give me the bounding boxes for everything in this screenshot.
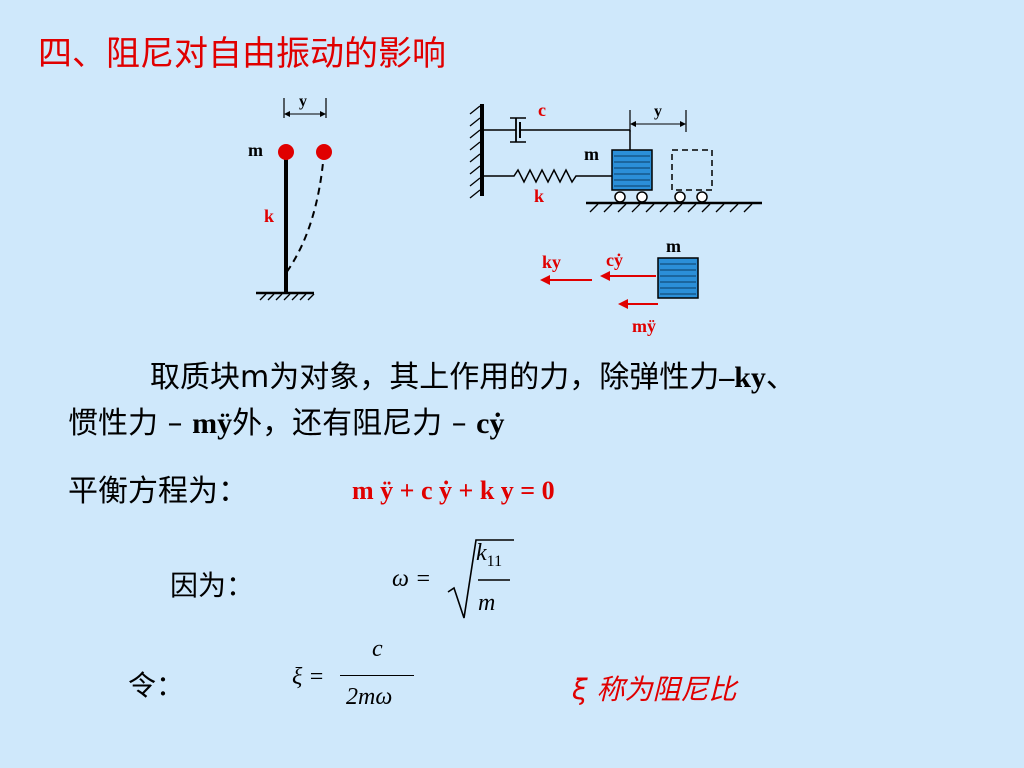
omega-denominator: m (478, 590, 496, 616)
mass-dot-displaced (316, 144, 332, 160)
line1-term: –ky (719, 361, 766, 394)
cy-label: cẏ (606, 250, 623, 270)
line2-text1: 惯性力 – (68, 406, 193, 441)
ky-label: ky (542, 252, 561, 272)
description-line-1: 取质块m为对象，其上作用的力，除弹性力–ky、 (150, 356, 796, 400)
damping-ratio-note: ξ 称为阻尼比 (572, 673, 737, 706)
equilibrium-equation: m ÿ + c ẏ + k y = 0 (352, 476, 555, 505)
xi-lhs: ξ = (292, 664, 325, 690)
equilibrium-label: 平衡方程为： (68, 474, 248, 509)
omega-subscript: 11 (486, 552, 503, 570)
omega-k: k (476, 540, 487, 566)
line2-term2: cẏ (476, 407, 505, 440)
slide-title: 四、阻尼对自由振动的影响 (38, 34, 446, 74)
omega-numerator: k11 (476, 540, 502, 571)
force-m-label: m (666, 236, 681, 256)
force-diagram: m ky cẏ mÿ (540, 236, 699, 336)
right-m-label: m (584, 144, 599, 164)
let-label: 令： (128, 669, 185, 702)
xi-fraction-bar (340, 675, 414, 676)
xi-numerator: c (372, 636, 383, 662)
mass-block (611, 149, 653, 191)
omega-lhs: ω = (392, 566, 432, 592)
my-label: mÿ (632, 316, 656, 336)
sqrt-sign (447, 539, 514, 619)
line2-term1: mÿ (192, 407, 233, 440)
mass-dot (278, 144, 294, 160)
line2-text2: 外，还有阻尼力 – (232, 406, 477, 441)
mass-block-displaced (671, 149, 713, 191)
left-m-label: m (248, 140, 263, 160)
free-body-mass (657, 257, 699, 299)
damper-c-label: c (538, 100, 546, 120)
left-k-label: k (264, 206, 274, 226)
right-y-label: y (654, 103, 662, 120)
left-y-label: y (299, 93, 307, 110)
description-line-2: 惯性力 – mÿ外，还有阻尼力 – cẏ (68, 402, 504, 446)
cantilever-diagram: y m k (248, 93, 332, 301)
because-label: 因为： (170, 569, 255, 602)
line1-end: 、 (765, 360, 796, 395)
xi-denominator: 2mω (346, 684, 393, 710)
line1-text: 取质块m为对象，其上作用的力，除弹性力 (150, 360, 720, 395)
spring-damper-diagram: c k y m (469, 100, 762, 213)
spring-k-label: k (534, 186, 544, 206)
